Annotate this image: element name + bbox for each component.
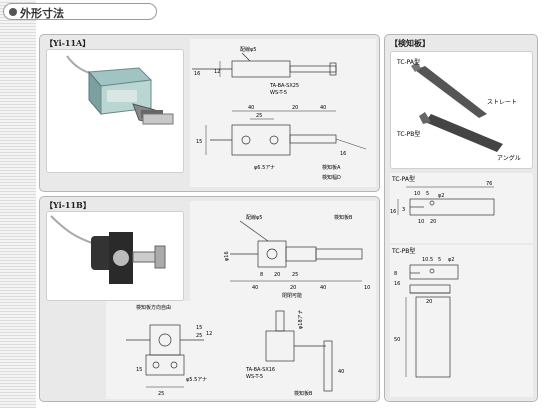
label-dim12: 12 <box>206 331 212 337</box>
label-dim40b-b: 40 <box>320 285 326 291</box>
panel-yi-11a: 【Yi-11A】 <box>39 34 380 192</box>
label-photo-angle: アングル <box>497 154 521 162</box>
label-dir: 検知板方向自由 <box>136 304 171 311</box>
label-d2: 12 <box>214 69 220 75</box>
label-dim40c: 40 <box>338 369 344 375</box>
label-hole-b: φ5.5アナ <box>186 377 207 383</box>
label-dim18: φ18アナ <box>298 309 304 329</box>
pb-d2: φ2 <box>448 257 454 263</box>
panel-title-yi-11b: 【Yi-11B】 <box>45 200 91 210</box>
dimension-drawing-pb: TC-PB型 10.5 5 φ2 8 16 20 50 <box>391 247 459 378</box>
label-photo-pa: TC-PA型 <box>396 58 420 66</box>
pa-d2: φ2 <box>438 193 444 199</box>
product-photo-yi-11b <box>46 211 184 301</box>
pa-d3: 3 <box>402 207 405 213</box>
label-plate-b2: 検知板B <box>294 390 313 397</box>
pb-d8: 8 <box>394 271 397 277</box>
label-dim40b: 40 <box>320 105 326 111</box>
section-header: 外形寸法 <box>3 3 157 20</box>
drawing-yi-11b: 配線φ5 検知板B φ16 8 20 25 40 20 40 10 閉閉可能 <box>190 201 376 301</box>
panel-title-yi-11a: 【Yi-11A】 <box>45 38 91 48</box>
label-photo-straight: ストレート <box>487 99 517 106</box>
label-eye-b: 閉閉可能 <box>282 292 302 299</box>
pa-d76: 76 <box>486 181 492 187</box>
pb-d20: 20 <box>426 299 432 305</box>
pa-d20: 20 <box>430 219 436 225</box>
bullet-icon <box>9 8 17 16</box>
plate-image: TC-PA型 ストレート TC-PB型 アングル <box>396 58 521 162</box>
panel-title-detection-plate: 【検知板】 <box>390 38 430 48</box>
drawing-tc-pa: TC-PA型 76 10 5 φ2 16 3 10 20 <box>390 173 533 243</box>
label-ws: WS-T-5 <box>270 90 287 96</box>
label-wire-b: 配線φ5 <box>246 214 262 221</box>
dimension-drawing-pa: TC-PA型 76 10 5 φ2 16 3 10 20 <box>390 175 495 225</box>
label-plate-b: 検知板B <box>334 214 353 221</box>
label-dim25c: 25 <box>158 391 164 397</box>
sensor-image-b <box>50 215 166 284</box>
label-dim25: 25 <box>256 113 262 119</box>
label-dim25: 25 <box>292 272 298 278</box>
label-dim10: 10 <box>364 285 370 291</box>
dimension-drawing-a: 配線φ5 16 12 TA-BA-SX25 WS-T-5 40 20 40 25… <box>192 46 367 181</box>
pb-drawing-title: TC-PB型 <box>391 247 415 255</box>
pb-d50: 50 <box>394 337 400 343</box>
label-eye: 検知幅D <box>322 174 341 181</box>
label-dim8: 8 <box>260 272 263 278</box>
plate-photo: TC-PA型 ストレート TC-PB型 アングル <box>390 51 533 169</box>
decorative-stripes <box>0 0 36 408</box>
label-part: TA-BA-SX25 <box>269 83 299 89</box>
label-dim20b: 20 <box>290 285 296 291</box>
label-dim25b: 25 <box>196 333 202 339</box>
sensor-image <box>66 55 174 125</box>
drawing-tc-pb: TC-PB型 10.5 5 φ2 8 16 20 50 <box>390 245 533 397</box>
drawing-yi-11a: 配線φ5 16 12 TA-BA-SX25 WS-T-5 40 20 40 25… <box>190 39 376 187</box>
label-part-b: TA-BA-SX16 <box>245 367 275 373</box>
drawing-yi-11b-bottom: 検知板方向自由 15 25 12 φ18アナ TA-BA-SX16 WS-T-5… <box>106 301 376 399</box>
panel-yi-11b: 【Yi-11B】 配線φ5 検知板B φ16 8 <box>39 196 380 402</box>
pa-d5: 5 <box>426 191 429 197</box>
label-plate-a: 検知板A <box>322 164 341 171</box>
dimension-drawing-b-bottom: 検知板方向自由 15 25 12 φ18アナ TA-BA-SX16 WS-T-5… <box>126 304 344 397</box>
pa-d10: 10 <box>414 191 420 197</box>
label-dim20: 20 <box>274 272 280 278</box>
label-dim15: 15 <box>196 325 202 331</box>
label-dim15: 15 <box>196 139 202 145</box>
label-hole: φ6.5アナ <box>254 165 275 171</box>
section-title: 外形寸法 <box>20 7 64 20</box>
pb-d5: 5 <box>438 257 441 263</box>
label-wire: 配線φ5 <box>240 46 256 53</box>
label-d1: 16 <box>194 71 200 77</box>
label-ws-b: WS-T-5 <box>246 374 263 380</box>
label-dia: φ16 <box>224 251 230 261</box>
label-dim20: 20 <box>292 105 298 111</box>
product-photo-yi-11a <box>46 49 184 173</box>
label-dim16b: 16 <box>340 151 346 157</box>
label-dim40a: 40 <box>248 105 254 111</box>
label-dim15b: 15 <box>136 367 142 373</box>
pb-d16: 16 <box>394 281 400 287</box>
pa-d10b: 10 <box>418 219 424 225</box>
label-dim40a-b: 40 <box>252 285 258 291</box>
panel-detection-plate: 【検知板】 TC-PA型 ストレート TC-PB型 アングル TC-PA型 76… <box>384 34 538 402</box>
dimension-drawing-b-top: 配線φ5 検知板B φ16 8 20 25 40 20 40 10 閉閉可能 <box>224 214 370 299</box>
pb-d105: 10.5 <box>422 257 433 263</box>
label-photo-pb: TC-PB型 <box>396 130 420 138</box>
pa-d16: 16 <box>390 209 396 215</box>
pa-drawing-title: TC-PA型 <box>391 175 415 183</box>
